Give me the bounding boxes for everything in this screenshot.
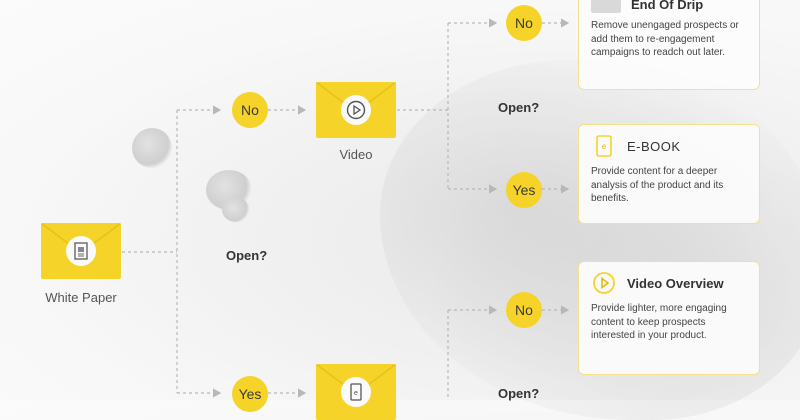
svg-text:e: e xyxy=(602,142,607,151)
tablet-icon: e xyxy=(591,133,617,159)
ebook-envelope[interactable]: e xyxy=(316,364,396,420)
card-description: Provide lighter, more engaging content t… xyxy=(591,303,727,341)
video-label: Video xyxy=(339,147,373,162)
card-description: Remove unengaged prospects or add them t… xyxy=(591,20,739,58)
no-answer-circle: No xyxy=(506,292,542,328)
card-title: End Of Drip xyxy=(631,0,704,12)
decision-label: Open? xyxy=(498,386,540,401)
decision-label: Open? xyxy=(498,100,540,115)
rock-decoration xyxy=(222,198,250,222)
play-icon xyxy=(591,270,617,296)
white-paper-envelope[interactable] xyxy=(41,223,121,279)
yes-answer-circle: Yes xyxy=(506,172,542,208)
rock-decoration xyxy=(132,128,172,168)
stop-icon xyxy=(591,0,621,13)
ebook-icon: e xyxy=(341,377,371,407)
svg-text:e: e xyxy=(354,390,358,397)
no-answer-circle: No xyxy=(232,92,268,128)
connector-lines xyxy=(122,18,570,400)
white-paper-label: White Paper xyxy=(45,290,117,305)
document-icon xyxy=(66,236,96,266)
card-title: Video Overview xyxy=(627,275,724,291)
video-overview-card: Video Overview Provide lighter, more eng… xyxy=(578,261,760,375)
yes-answer-circle: Yes xyxy=(232,376,268,412)
card-title: E-BOOK xyxy=(627,138,681,154)
card-description: Provide content for a deeper analysis of… xyxy=(591,166,724,204)
video-envelope[interactable] xyxy=(316,82,396,138)
end-of-drip-card: End Of Drip Remove unengaged prospects o… xyxy=(578,0,760,90)
play-icon xyxy=(341,95,371,125)
decision-label: Open? xyxy=(226,248,268,263)
ebook-card: e E-BOOK Provide content for a deeper an… xyxy=(578,124,760,224)
no-answer-circle: No xyxy=(506,5,542,41)
